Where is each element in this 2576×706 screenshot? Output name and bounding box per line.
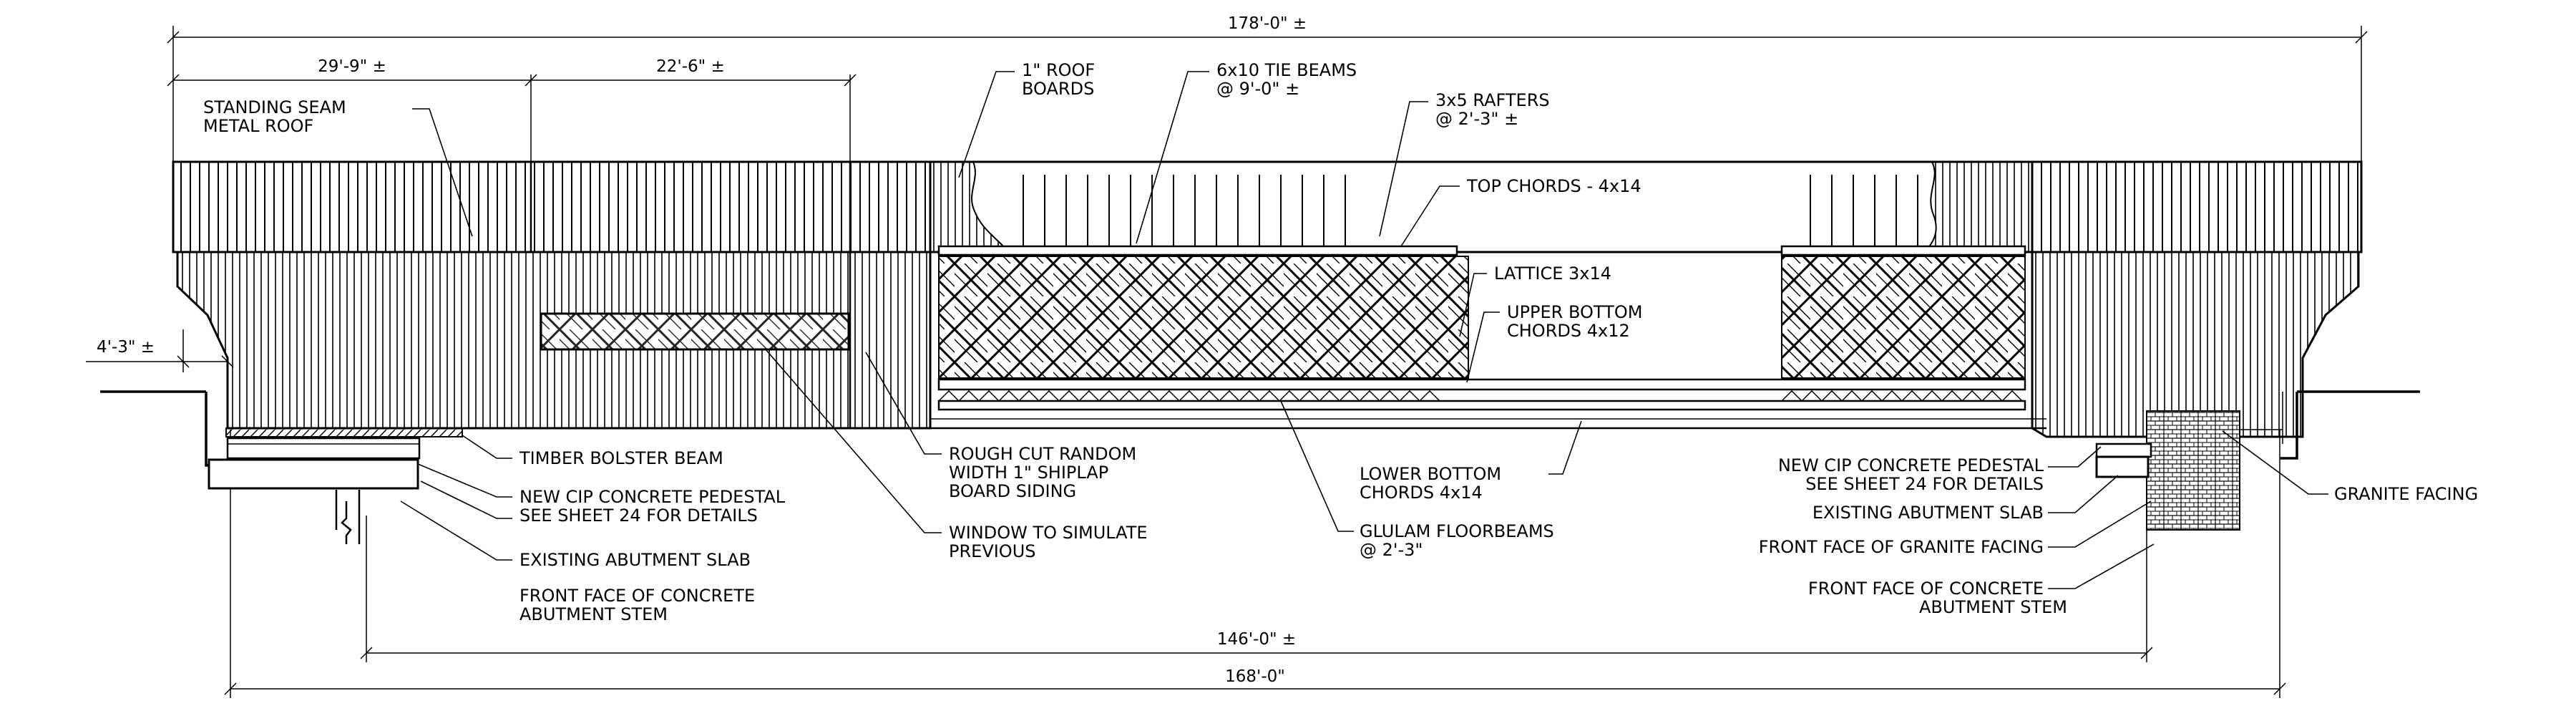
center-truss [929, 160, 2046, 430]
top-chords-label: TOP CHORDS - 4x14 [1466, 176, 1641, 196]
rough-cut-label-3: BOARD SIDING [949, 481, 1076, 501]
rough-cut-label-2: WIDTH 1" SHIPLAP [949, 463, 1108, 483]
right-covered-portal [2031, 160, 2363, 438]
upper-bottom-chords-label-2: CHORDS 4x12 [1507, 321, 1630, 341]
rafters-label-1: 3x5 RAFTERS [1435, 90, 1550, 110]
front-face-right-label-1: FRONT FACE OF CONCRETE [1808, 579, 2044, 599]
abutment-slab-right-label: EXISTING ABUTMENT SLAB [1813, 503, 2044, 523]
dimension-lines [86, 26, 2368, 698]
cip-right-label-1: NEW CIP CONCRETE PEDESTAL [1778, 455, 2044, 475]
granite-facing-label: GRANITE FACING [2334, 484, 2478, 504]
right-granite-facing [2146, 410, 2240, 531]
left-timber-bolster [225, 427, 463, 437]
window-label-1: WINDOW TO SIMULATE [949, 523, 1148, 543]
front-face-left-label-2: ABUTMENT STEM [519, 604, 668, 624]
cip-left-label-2: SEE SHEET 24 FOR DETAILS [519, 506, 758, 526]
lower-bottom-chords-label-2: CHORDS 4x14 [1360, 483, 1483, 503]
standing-seam-label-2: METAL ROOF [203, 116, 313, 136]
right-abutment-slab [2095, 455, 2150, 478]
rough-cut-label-1: ROUGH CUT RANDOM [949, 444, 1136, 464]
rafters-label-2: @ 2'-3" ± [1435, 109, 1518, 129]
glulam-label-1: GLULAM FLOORBEAMS [1360, 521, 1554, 541]
callout-labels: STANDING SEAM METAL ROOF 1" ROOF BOARDS … [203, 60, 2478, 624]
granite-face-label: FRONT FACE OF GRANITE FACING [1759, 537, 2044, 557]
roof-boards-label-1: 1" ROOF [1022, 60, 1095, 80]
cip-left-label-1: NEW CIP CONCRETE PEDESTAL [519, 487, 786, 507]
lower-bottom-chords-label-1: LOWER BOTTOM [1360, 464, 1501, 484]
roof-boards-label-2: BOARDS [1022, 79, 1094, 99]
standing-seam-label-1: STANDING SEAM [203, 97, 346, 117]
left-overhang-dimension-label: 29'-9" ± [318, 57, 386, 76]
tie-beams-label-2: @ 9'-0" ± [1216, 79, 1299, 99]
right-cip-pedestal [2095, 443, 2152, 458]
lattice-right [1781, 256, 2026, 379]
stem-span-dimension-label: 146'-0" ± [1217, 630, 1296, 649]
leader-lines [400, 71, 2328, 589]
left-covered-portal [172, 160, 932, 430]
tie-beams-label-1: 6x10 TIE BEAMS [1216, 60, 1357, 80]
overall-dimension-label: 178'-0" ± [1228, 14, 1307, 33]
front-face-left-label-1: FRONT FACE OF CONCRETE [519, 586, 755, 606]
left-abutment [205, 392, 463, 544]
lattice-left [938, 256, 1469, 379]
left-cip-pedestal [226, 437, 421, 460]
left-abutment-slab [208, 458, 419, 490]
right-abutment [2095, 392, 2298, 531]
cip-right-label-2: SEE SHEET 24 FOR DETAILS [1805, 474, 2044, 494]
total-length-dimension-label: 168'-0" [1225, 667, 1285, 686]
abutment-slab-left-label: EXISTING ABUTMENT SLAB [519, 550, 751, 570]
front-face-right-label-2: ABUTMENT STEM [1919, 597, 2067, 617]
timber-bolster-label: TIMBER BOLSTER BEAM [519, 448, 723, 468]
window-label-2: PREVIOUS [949, 541, 1036, 561]
lattice-label: LATTICE 3x14 [1494, 263, 1611, 284]
second-segment-dimension-label: 22'-6" ± [656, 57, 725, 76]
upper-bottom-chords-label-1: UPPER BOTTOM [1507, 302, 1642, 322]
glulam-label-2: @ 2'-3" [1360, 540, 1423, 560]
eave-offset-dimension-label: 4'-3" ± [97, 338, 155, 357]
